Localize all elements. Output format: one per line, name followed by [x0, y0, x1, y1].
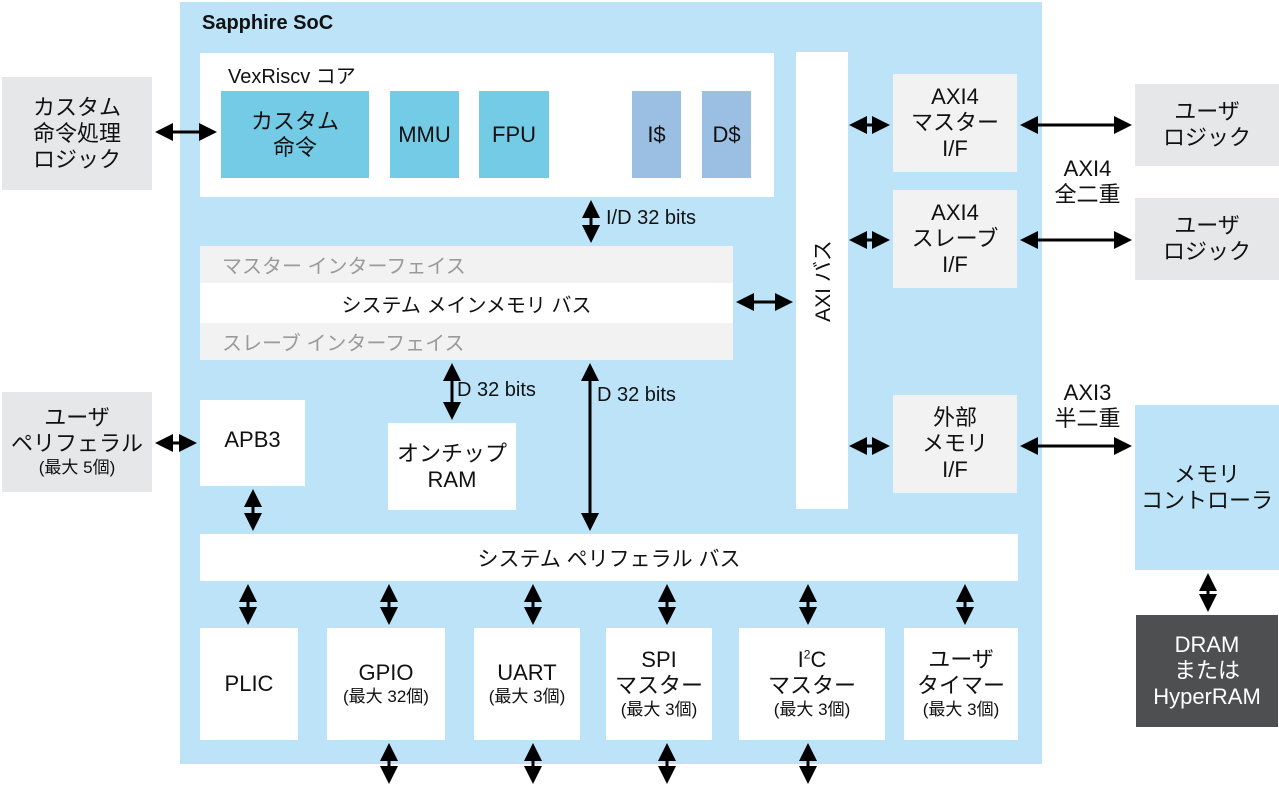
system-peripheral-bus: システム ペリフェラル バス — [200, 534, 1018, 581]
mem-ctrl-line-1: メモリ — [1173, 461, 1240, 487]
i2c-count: (最大 3個) — [773, 700, 851, 719]
dcache-unit: D$ — [702, 91, 751, 178]
user-periph-count: (最大 5個) — [38, 458, 116, 477]
axi4-master-if: AXI4 マスター I/F — [893, 74, 1017, 172]
i2c-prefix: I — [797, 647, 804, 672]
axi4-master-line-1: AXI4 — [931, 84, 979, 109]
custom-instr-line-2: 命令 — [272, 134, 317, 160]
custom-instr-line-1: カスタム — [250, 108, 339, 134]
custom-logic-line-1: カスタム — [32, 94, 121, 120]
custom-logic-line-3: ロジック — [32, 146, 121, 172]
onchip-ram: オンチップ RAM — [388, 423, 516, 510]
user-periph-line-2: ペリフェラル — [10, 431, 143, 456]
custom-instruction-unit: カスタム 命令 — [221, 91, 369, 178]
axi4-master-line-3: I/F — [942, 136, 968, 161]
spi-label: SPI — [641, 647, 677, 672]
axi-bus: AXI バス — [796, 52, 848, 509]
ext-mem-line-1: 外部 — [932, 405, 977, 430]
spi-sub: マスター — [614, 673, 703, 698]
gpio-label: GPIO — [358, 660, 414, 685]
icache-unit: I$ — [632, 91, 681, 178]
spi-count: (最大 3個) — [620, 700, 698, 719]
dram-hyperram-block: DRAM または HyperRAM — [1136, 615, 1278, 727]
apb3-label: APB3 — [224, 427, 281, 452]
plic-block: PLIC — [200, 628, 298, 740]
user-periph-line-1: ユーザ — [44, 405, 110, 430]
icache-label: I$ — [647, 121, 666, 147]
uart-block: UART (最大 3個) — [474, 628, 580, 740]
custom-instruction-logic-block: カスタム 命令処理 ロジック — [2, 77, 152, 190]
mem-ctrl-line-2: コントローラ — [1140, 487, 1273, 513]
spi-master-block: SPI マスター (最大 3個) — [606, 628, 712, 740]
fpu-unit: FPU — [479, 91, 549, 178]
i2c-sub: マスター — [767, 673, 856, 698]
timer-sub: タイマー — [916, 673, 1005, 698]
uart-count: (最大 3個) — [488, 687, 566, 706]
dram-line-1: DRAM — [1174, 632, 1240, 657]
fpu-label: FPU — [492, 121, 536, 147]
i2c-suffix: C — [810, 647, 827, 672]
onchip-ram-line-1: オンチップ — [396, 440, 507, 466]
gpio-block: GPIO (最大 32個) — [327, 628, 445, 740]
onchip-ram-line-2: RAM — [427, 466, 477, 492]
dram-line-2: または — [1173, 658, 1240, 683]
user-logic-2-line-2: ロジック — [1162, 239, 1251, 264]
dram-line-3: HyperRAM — [1153, 684, 1261, 709]
timer-count: (最大 3個) — [922, 700, 1000, 719]
timer-label: ユーザ — [928, 647, 994, 672]
soc-title: Sapphire SoC — [202, 12, 334, 34]
master-interface-band: マスター インターフェイス — [200, 246, 733, 283]
axi4-slave-line-2: スレーブ — [911, 226, 999, 251]
axi4-label-line-1: AXI4 — [1063, 156, 1112, 181]
apb3-bridge: APB3 — [200, 400, 305, 486]
i2c-sup: 2 — [803, 647, 811, 662]
mmu-unit: MMU — [390, 91, 459, 178]
user-logic-1-block: ユーザ ロジック — [1135, 84, 1279, 166]
system-main-memory-bus: システム メインメモリ バス — [200, 283, 733, 323]
custom-logic-line-2: 命令処理 — [32, 120, 121, 146]
ext-mem-line-2: メモリ — [921, 431, 988, 456]
d-32-bits-ram-label: D 32 bits — [457, 379, 536, 401]
user-peripheral-block: ユーザ ペリフェラル (最大 5個) — [2, 392, 152, 492]
axi-bus-label: AXI バス — [812, 239, 835, 322]
gpio-count: (最大 32個) — [343, 687, 429, 706]
user-logic-2-block: ユーザ ロジック — [1135, 198, 1279, 280]
core-label: VexRiscv コア — [228, 66, 356, 88]
axi3-label-line-2: 半二重 — [1054, 406, 1121, 431]
axi3-label-line-1: AXI3 — [1063, 380, 1112, 405]
memory-controller-block: メモリ コントローラ — [1135, 405, 1279, 570]
axi4-full-duplex-label: AXI4 全二重 — [1040, 154, 1135, 210]
slave-interface-band: スレーブ インターフェイス — [200, 323, 733, 360]
id-32-bits-label: I/D 32 bits — [606, 207, 697, 229]
axi4-slave-line-3: I/F — [942, 252, 968, 277]
external-memory-if: 外部 メモリ I/F — [893, 395, 1017, 493]
axi4-master-line-2: マスター — [910, 110, 999, 135]
uart-label: UART — [497, 660, 557, 685]
i2c-master-block: I2C マスター (最大 3個) — [739, 628, 885, 740]
user-logic-1-line-2: ロジック — [1162, 125, 1251, 150]
d-32-bits-periph-label: D 32 bits — [597, 384, 676, 406]
axi4-label-line-2: 全二重 — [1054, 182, 1121, 207]
plic-label: PLIC — [224, 671, 274, 696]
periph-bus-label: システム ペリフェラル バス — [477, 547, 741, 571]
axi4-slave-line-1: AXI4 — [931, 200, 979, 225]
user-logic-2-line-1: ユーザ — [1174, 213, 1240, 238]
axi4-slave-if: AXI4 スレーブ I/F — [893, 190, 1017, 288]
user-timer-block: ユーザ タイマー (最大 3個) — [904, 628, 1018, 740]
ext-mem-line-3: I/F — [942, 457, 968, 482]
mmu-label: MMU — [398, 121, 451, 147]
axi3-half-duplex-label: AXI3 半二重 — [1040, 378, 1135, 434]
i2c-label: I2C — [798, 647, 827, 673]
user-logic-1-line-1: ユーザ — [1174, 99, 1240, 124]
dcache-label: D$ — [712, 121, 741, 147]
